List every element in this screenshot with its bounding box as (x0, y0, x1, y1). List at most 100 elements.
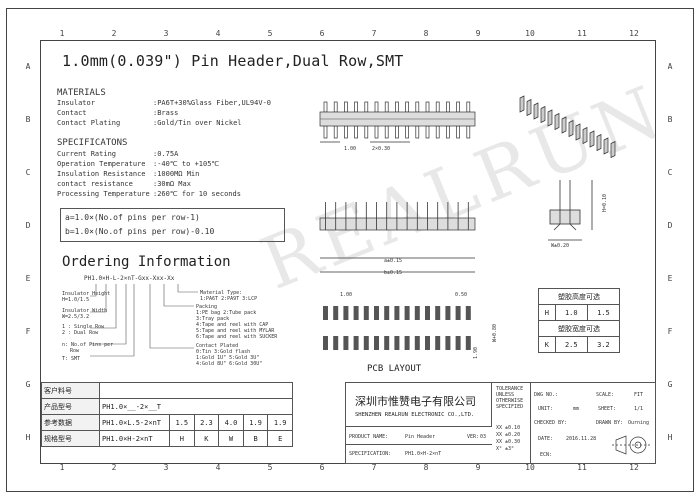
pin-top (466, 101, 471, 113)
row-letter: B (667, 115, 673, 124)
pin-bottom (415, 125, 420, 139)
pcb-pad (414, 306, 420, 320)
iso-pin (603, 137, 609, 155)
pcb-pad (374, 336, 379, 350)
tolerance-row: XX ±0.20 (496, 432, 521, 438)
pcb-pad (353, 306, 359, 320)
spec-key: Processing Temperature (57, 190, 150, 198)
pin-bottom (456, 125, 460, 139)
row-letter: E (25, 274, 31, 283)
part-value: W (218, 430, 244, 447)
row-option: 2 : Dual Row (62, 330, 99, 336)
pin-top (384, 101, 389, 113)
plating-option: 0:Tin 3:Gold flash (196, 349, 251, 355)
packing-option: 4:Tape and reel with CAP (196, 322, 269, 328)
dim-pitch: 1.00 (344, 146, 357, 152)
dwg-no-key: DWG NO.: (534, 392, 559, 398)
tolerance-row: XX ±0.30 (496, 439, 521, 445)
tolerance-head: SPECIFIED (496, 404, 524, 410)
pin-top (374, 101, 379, 113)
pin-bottom (323, 125, 328, 139)
pin-top (446, 101, 450, 113)
dim-w: W±0.20 (551, 243, 570, 249)
ordering-leader-lines (90, 284, 198, 357)
pin-top (435, 101, 440, 113)
part-row-code: PH1.0×L.5-2×nT (99, 414, 170, 431)
row-letter: H (25, 433, 31, 442)
iso-pin (540, 105, 546, 124)
insulator-width-label: Insulator Width (62, 308, 108, 314)
date-value: 2016.11.28 (566, 436, 597, 442)
pin-bottom (425, 125, 430, 139)
pcb-pad (425, 336, 430, 350)
pin-top (354, 101, 358, 113)
iso-pin (582, 126, 588, 145)
part-row-code: PH1.0×__-2×__T (99, 398, 293, 415)
pcb-pad (323, 306, 328, 320)
material-key: Contact (57, 109, 87, 117)
pin-bottom (446, 125, 450, 139)
pin-top (323, 101, 328, 113)
dim-h: H=0.10 (602, 193, 609, 213)
column-number: 4 (215, 463, 221, 472)
tolerance-head: OTHERWISE (496, 398, 524, 404)
pcb-pad (435, 306, 441, 320)
pin-bottom (364, 125, 369, 139)
pin-header-drawing (319, 101, 476, 273)
pins-label: Row (70, 348, 80, 354)
row-letter: A (25, 62, 31, 71)
material-value: :Brass (153, 109, 179, 117)
pcb-pad (343, 336, 349, 350)
column-number: 1 (59, 29, 65, 38)
iso-pin (533, 102, 539, 120)
width-value: 3.2 (586, 336, 621, 353)
product-row (345, 427, 492, 445)
spec-key: Operation Temperature (57, 160, 146, 168)
pin-top (405, 101, 409, 113)
pcb-pad (404, 306, 410, 320)
part-value: 2.3 (193, 414, 220, 431)
column-number: 12 (629, 29, 639, 38)
isometric-view (519, 95, 616, 159)
date-key: DATE: (538, 436, 554, 442)
material-value: :Gold/Tin over Nickel (153, 119, 242, 127)
iso-pin (575, 123, 581, 141)
row-letter: C (667, 168, 673, 177)
iso-pin (526, 98, 532, 117)
dim-pcb-pitch: 1.00 (340, 292, 353, 298)
column-number: 3 (163, 463, 169, 472)
formula-b: b=1.0×(No.of pins per row)-0.10 (65, 227, 215, 236)
insulator-height-options: H=1.0/1.5 (62, 297, 90, 303)
product-name-value: Pin Header (405, 434, 436, 440)
company-name-en: SHENZHEN REALRUN ELECTRONIC CO.,LTD. (355, 412, 475, 418)
part-value: E (267, 430, 293, 447)
plating-option: 1:Gold 1U" 5:Gold 3U" (196, 355, 260, 361)
pin-bottom (333, 125, 338, 139)
pcb-pad (353, 336, 359, 350)
pcb-pad (414, 336, 420, 350)
iso-pin (519, 95, 525, 113)
pin-bottom (384, 125, 389, 139)
spec-key: Insulation Resistance (57, 170, 146, 178)
dim-pin-width: 2×0.30 (372, 146, 391, 152)
product-name-key: PRODUCT NAME: (349, 434, 389, 440)
row-letter: C (25, 168, 31, 177)
company-name-cn: 深圳市惟赞电子有限公司 (355, 395, 476, 408)
column-number: 11 (577, 29, 587, 38)
pins-label: n: No.of Pins per (62, 342, 114, 348)
part-row-label: 客户料号 (41, 382, 100, 399)
pcb-pad (455, 336, 461, 350)
part-value: 1.5 (169, 414, 195, 431)
column-number: 11 (577, 463, 587, 472)
width-value: 2.5 (554, 336, 588, 353)
part-row-label: 产品型号 (41, 398, 100, 415)
pin-top (333, 101, 338, 113)
pcb-pad (465, 306, 471, 320)
pcb-pad (384, 306, 390, 320)
row-letter: D (667, 221, 673, 230)
column-number: 7 (371, 29, 377, 38)
packing-option: 6:Tape and reel with SUCKER (196, 334, 278, 340)
pcb-pad (323, 336, 328, 350)
